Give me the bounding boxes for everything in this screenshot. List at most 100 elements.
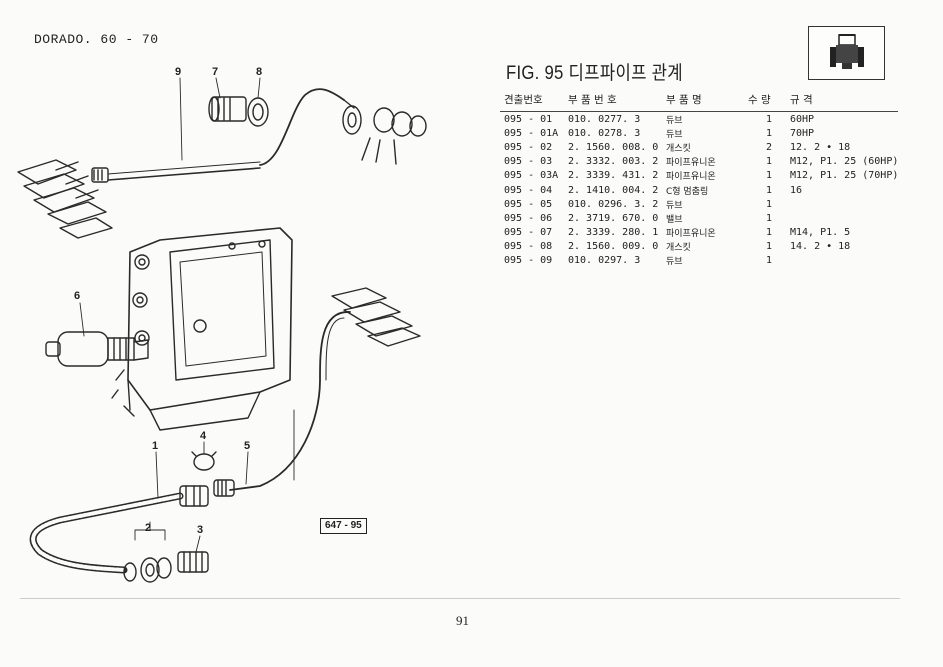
column-header: 부 품 번 호 xyxy=(568,90,666,112)
cell-part-name: 개스킷 xyxy=(666,143,691,154)
cell-part-number: 2. 3332. 003. 2 xyxy=(568,156,659,168)
page-header: DORADO. 60 - 70 xyxy=(34,32,159,47)
tractor-icon xyxy=(808,26,885,80)
figure-reference: 647 - 95 xyxy=(320,518,367,534)
column-header: 수 량 xyxy=(748,90,790,112)
cell-quantity: 1 xyxy=(765,127,773,139)
cell-quantity: 1 xyxy=(765,227,773,239)
column-header: 부 품 명 xyxy=(666,90,748,112)
column-header: 견출번호 xyxy=(500,90,568,112)
cell-ref: 095 - 06 xyxy=(504,212,553,224)
table-header-row: 견출번호 부 품 번 호 부 품 명 수 량 규 격 xyxy=(500,90,899,112)
footer-divider xyxy=(20,598,900,599)
cell-part-number: 2. 3719. 670. 0 xyxy=(568,212,659,224)
callout-label: 3 xyxy=(197,524,204,536)
fitting-3 xyxy=(177,551,209,573)
table-row: 095 - 03A 2. 3339. 431. 2 파이프유니온 1 M12, P1. … xyxy=(500,169,898,183)
callout-label: 9 xyxy=(175,66,182,78)
table-row: 095 - 03 2. 3332. 003. 2 파이프유니온 1 M12, P1. 2… xyxy=(500,155,898,169)
callout-label: 6 xyxy=(74,290,81,302)
table-row: 095 - 04 2. 1410. 004. 2 C형 멈춤링 1 16 xyxy=(500,183,898,197)
cell-ref: 095 - 04 xyxy=(504,184,553,196)
cell-part-name: 개스킷 xyxy=(666,243,691,254)
cell-quantity: 2 xyxy=(765,141,773,153)
cell-spec xyxy=(790,211,898,225)
injector-cluster-right xyxy=(331,287,421,347)
cell-quantity: 1 xyxy=(765,255,773,267)
table-row: 095 - 05 010. 0296. 3. 2 듀브 1 xyxy=(500,197,898,211)
parts-table: 견출번호 부 품 번 호 부 품 명 수 량 규 격 095 - 01 010. … xyxy=(500,90,899,268)
cell-spec xyxy=(790,197,898,211)
cell-ref: 095 - 01A xyxy=(504,127,559,139)
cell-ref: 095 - 03 xyxy=(504,156,553,168)
callout-label: 1 xyxy=(152,440,159,452)
cell-quantity: 1 xyxy=(765,170,773,182)
cell-part-number: 010. 0277. 3 xyxy=(568,113,641,125)
injector-cluster-left xyxy=(17,159,113,239)
cell-spec: 12. 2 • 18 xyxy=(790,141,851,153)
cell-spec: M12, P1. 25 (70HP) xyxy=(790,170,899,182)
cell-spec: M12, P1. 25 (60HP) xyxy=(790,156,899,168)
flexible-hose-1 xyxy=(29,485,209,574)
cell-part-name: 듀브 xyxy=(666,200,683,211)
cell-quantity: 1 xyxy=(765,156,773,168)
table-row: 095 - 07 2. 3339. 280. 1 파이프유니온 1 M14, P1. 5 xyxy=(500,226,898,240)
cell-quantity: 1 xyxy=(765,113,773,125)
cell-part-name: 밸브 xyxy=(666,214,683,225)
union-2 xyxy=(123,557,172,583)
cell-part-number: 010. 0297. 3 xyxy=(568,255,641,267)
cell-part-number: 2. 3339. 431. 2 xyxy=(568,170,659,182)
cell-spec: 16 xyxy=(790,184,803,196)
figure-title: FIG. 95 디프파이프 관계 xyxy=(506,63,683,84)
callout-label: 7 xyxy=(212,66,219,78)
cell-ref: 095 - 09 xyxy=(504,255,553,267)
cell-quantity: 1 xyxy=(765,241,773,253)
banjo-fitting xyxy=(361,107,427,165)
cell-ref: 095 - 05 xyxy=(504,198,553,210)
cell-ref: 095 - 07 xyxy=(504,227,553,239)
table-row: 095 - 01A 010. 0278. 3 듀브 1 70HP xyxy=(500,126,898,140)
cell-ref: 095 - 03A xyxy=(504,170,559,182)
cell-ref: 095 - 02 xyxy=(504,141,553,153)
table-row: 095 - 08 2. 1560. 009. 0 개스킷 1 14. 2 • 18 xyxy=(500,240,898,254)
cell-spec: 14. 2 • 18 xyxy=(790,241,851,253)
cell-part-name: 듀브 xyxy=(666,257,683,268)
cell-part-number: 010. 0296. 3. 2 xyxy=(568,198,659,210)
table-row: 095 - 09 010. 0297. 3 듀브 1 xyxy=(500,254,898,268)
cell-quantity: 1 xyxy=(765,198,773,210)
washer-8 xyxy=(247,97,269,127)
pipe-5 xyxy=(229,311,351,491)
cell-part-name: 파이프유니온 xyxy=(666,229,716,240)
banjo-bolt-7 xyxy=(208,96,247,122)
cell-part-name: C형 멈춤링 xyxy=(666,186,709,197)
cell-quantity: 1 xyxy=(765,212,773,224)
cell-part-number: 2. 1410. 004. 2 xyxy=(568,184,659,196)
page-number: 91 xyxy=(456,613,469,628)
callout-label: 2 xyxy=(145,522,152,534)
cell-spec xyxy=(790,254,898,268)
cell-ref: 095 - 08 xyxy=(504,241,553,253)
cell-part-number: 2. 1560. 009. 0 xyxy=(568,241,659,253)
pipe-9 xyxy=(107,167,261,181)
parts-diagram xyxy=(17,77,427,583)
cell-spec: 70HP xyxy=(790,127,815,139)
cell-part-number: 010. 0278. 3 xyxy=(568,127,641,139)
cell-part-name: 듀브 xyxy=(666,115,683,126)
cell-part-name: 듀브 xyxy=(666,129,683,140)
pump-body xyxy=(111,227,293,431)
solenoid-valve-6 xyxy=(45,331,149,367)
callout-label: 8 xyxy=(256,66,263,78)
cell-spec: 60HP xyxy=(790,113,815,125)
cell-quantity: 1 xyxy=(765,184,773,196)
table-row: 095 - 06 2. 3719. 670. 0 밸브 1 xyxy=(500,211,898,225)
cell-part-name: 파이프유니온 xyxy=(666,172,716,183)
callout-label: 5 xyxy=(244,440,251,452)
cell-part-name: 파이프유니온 xyxy=(666,158,716,169)
cell-part-number: 2. 3339. 280. 1 xyxy=(568,227,659,239)
callout-label: 4 xyxy=(200,430,207,442)
cell-ref: 095 - 01 xyxy=(504,113,553,125)
circlip-4 xyxy=(191,451,217,471)
cell-spec: M14, P1. 5 xyxy=(790,227,851,239)
table-row: 095 - 01 010. 0277. 3 듀브 1 60HP xyxy=(500,112,898,127)
